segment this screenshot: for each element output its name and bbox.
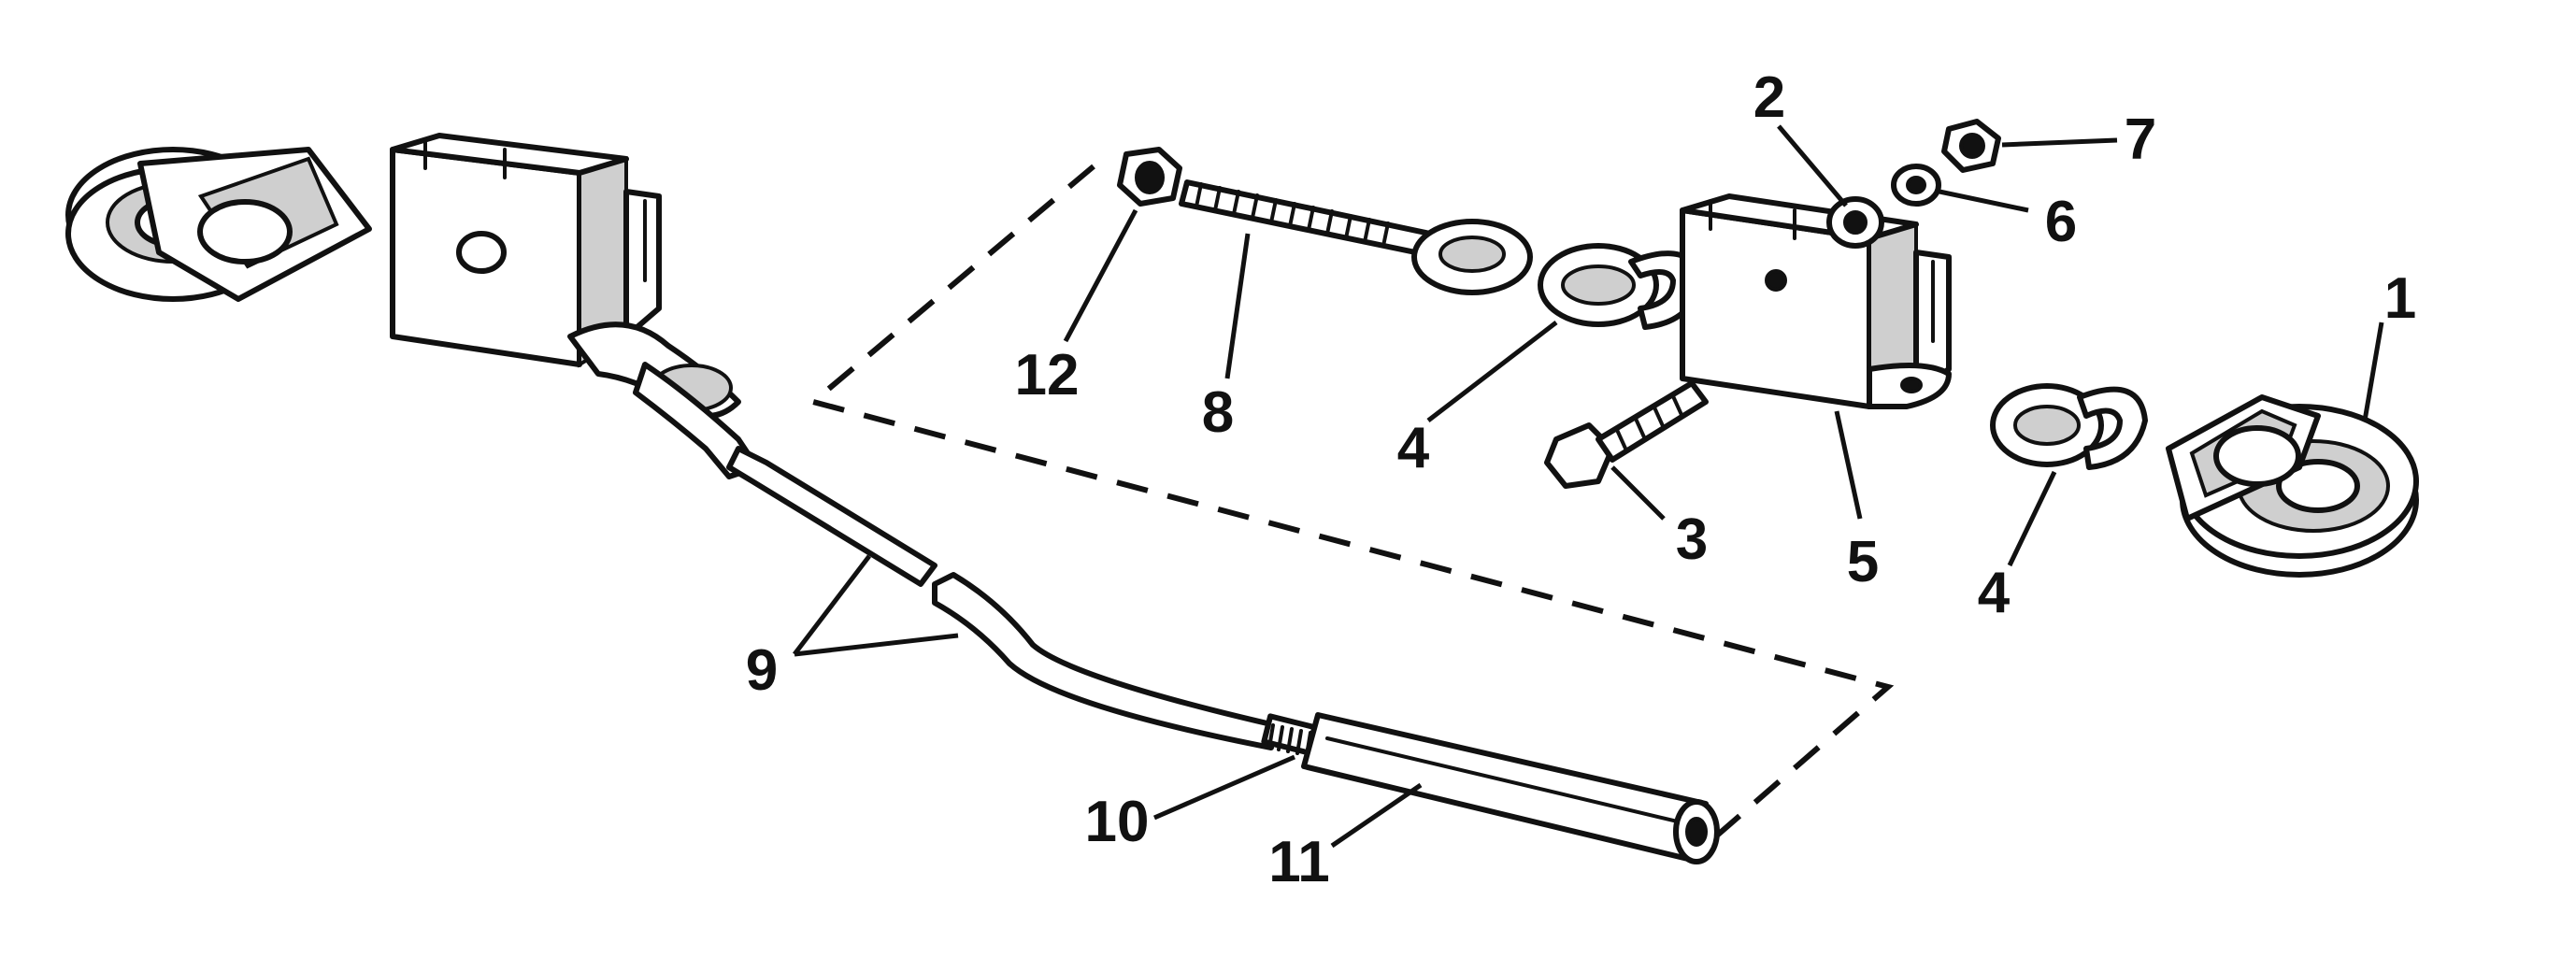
leader-4a: [1426, 321, 1558, 422]
leader-10: [1153, 754, 1295, 821]
left-pulley-assembly: [65, 147, 372, 302]
assembly-dashed-outline: [807, 164, 1895, 844]
screw-part-3: [1544, 380, 1709, 489]
rod-upper-part-9: [726, 446, 937, 587]
rod-lower-part-9: [932, 572, 1274, 750]
eye-bolt-part-8: [1179, 179, 1533, 295]
nut-part-7: [1941, 119, 2001, 173]
callout-9: 9: [746, 638, 778, 703]
leader-11: [1330, 782, 1423, 849]
leader-12: [1063, 208, 1138, 343]
callout-3: 3: [1676, 507, 1708, 572]
callout-4b: 4: [1978, 561, 2011, 625]
cable-link: [567, 321, 760, 479]
center-bracket-part-5: [1680, 193, 1952, 409]
washer-part-2: [1826, 196, 1884, 249]
callout-10: 10: [1085, 790, 1150, 854]
callout-12: 12: [1015, 343, 1080, 407]
callout-2: 2: [1753, 65, 1785, 130]
nut-part-12: [1117, 147, 1182, 207]
callout-5: 5: [1847, 530, 1879, 594]
callout-6: 6: [2045, 190, 2077, 254]
callout-4a: 4: [1397, 416, 1430, 480]
callout-7: 7: [2125, 107, 2156, 172]
right-pulley-part-1: [2166, 394, 2419, 578]
callout-8: 8: [1202, 380, 1234, 445]
leader-9a: [793, 554, 871, 656]
clip-part-4-upper: [1538, 243, 1704, 330]
leader-2: [1777, 124, 1848, 207]
callout-1: 1: [2384, 266, 2416, 331]
leader-4b: [2007, 470, 2057, 567]
leader-8: [1224, 233, 1251, 379]
washer-part-6: [1891, 164, 1941, 207]
leader-5: [1834, 410, 1863, 520]
leader-1: [2362, 321, 2384, 421]
leader-7: [2001, 137, 2118, 148]
leader-9b: [794, 633, 959, 657]
clip-part-4-lower: [1990, 383, 2148, 470]
handle-tube-part-11: [1301, 712, 1720, 864]
callout-11: 11: [1268, 830, 1330, 894]
leader-3: [1610, 465, 1666, 521]
leader-6: [1939, 189, 2029, 213]
